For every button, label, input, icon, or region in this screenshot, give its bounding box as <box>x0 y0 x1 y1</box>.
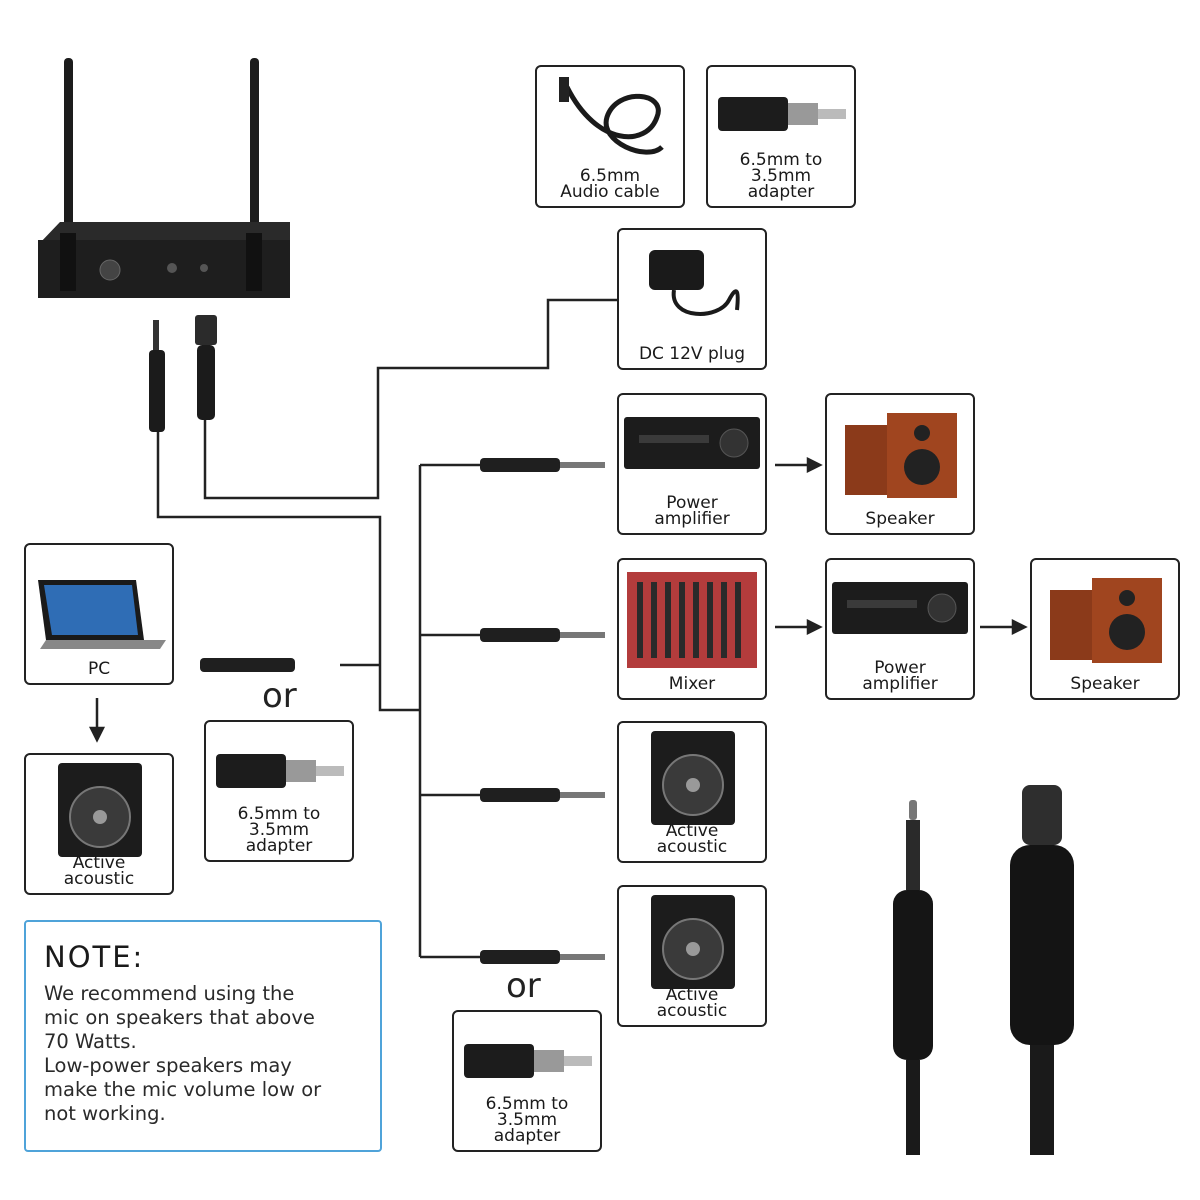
pc-card: PC <box>24 543 174 685</box>
mixer-card: Mixer <box>617 558 767 700</box>
adapter-card-top: 6.5mm to 3.5mm adapter <box>706 65 856 208</box>
adapter-card-mid: 6.5mm to 3.5mm adapter <box>204 720 354 862</box>
active-acoustic-label-1: Active acoustic <box>656 821 728 857</box>
adapter-label-bottom: 6.5mm to 3.5mm adapter <box>485 1094 569 1146</box>
note-box: NOTE: We recommend using the mic on spea… <box>24 920 382 1152</box>
dc-plug-label: DC 12V plug <box>638 344 746 364</box>
mixer-icon <box>627 572 757 668</box>
large-jack-plug-icon <box>893 800 933 1155</box>
speaker-icon <box>1050 578 1162 663</box>
speaker-label-2: Speaker <box>1070 674 1140 694</box>
speaker-icon <box>845 413 957 498</box>
adapter-icon <box>216 754 344 788</box>
mixer-label: Mixer <box>668 674 716 694</box>
power-amplifier-label-2: Power amplifier <box>862 658 938 694</box>
arrow-icons <box>88 456 1028 743</box>
audio-cable-icon <box>559 77 664 155</box>
power-amplifier-card-2: Power amplifier <box>825 558 975 700</box>
adapter-label-top: 6.5mm to 3.5mm adapter <box>739 150 823 202</box>
adapter-card-bottom: 6.5mm to 3.5mm adapter <box>452 1010 602 1152</box>
power-adapter-icon <box>649 250 740 316</box>
or-label-left: or <box>262 676 297 716</box>
active-acoustic-label-2: Active acoustic <box>656 985 728 1021</box>
or-label-bottom: or <box>506 966 541 1006</box>
wireless-receiver-icon <box>38 58 290 298</box>
large-dc-plug-icon <box>1010 785 1074 1155</box>
adapter-icon <box>718 97 846 131</box>
pc-label: PC <box>87 659 111 679</box>
active-acoustic-card-2: Active acoustic <box>617 885 767 1027</box>
power-amplifier-card-1: Power amplifier <box>617 393 767 535</box>
power-amplifier-label-1: Power amplifier <box>654 493 730 529</box>
amplifier-icon <box>624 417 760 469</box>
speaker-label-1: Speaker <box>865 509 935 529</box>
cdj-player-icon <box>58 763 142 857</box>
laptop-icon <box>38 580 166 649</box>
audio-cable-label: 6.5mm Audio cable <box>560 166 660 202</box>
audio-cable-card: 6.5mm Audio cable <box>535 65 685 208</box>
active-acoustic-card-pc: Active acoustic <box>24 753 174 895</box>
speaker-card-1: Speaker <box>825 393 975 535</box>
active-acoustic-label-pc: Active acoustic <box>63 853 135 889</box>
wire-lines <box>156 298 617 959</box>
amplifier-icon <box>832 582 968 634</box>
active-acoustic-card-1: Active acoustic <box>617 721 767 863</box>
dc-plug-icon <box>195 315 217 420</box>
cable-connectors <box>200 458 605 964</box>
cdj-player-icon <box>651 895 735 989</box>
note-title: NOTE: <box>44 940 145 974</box>
speaker-card-2: Speaker <box>1030 558 1180 700</box>
cdj-player-icon <box>651 731 735 825</box>
dc-plug-card: DC 12V plug <box>617 228 767 370</box>
note-body: We recommend using the mic on speakers t… <box>44 982 322 1125</box>
adapter-icon <box>464 1044 592 1078</box>
adapter-label-mid: 6.5mm to 3.5mm adapter <box>237 804 321 856</box>
jack-plug-icon <box>149 320 165 432</box>
